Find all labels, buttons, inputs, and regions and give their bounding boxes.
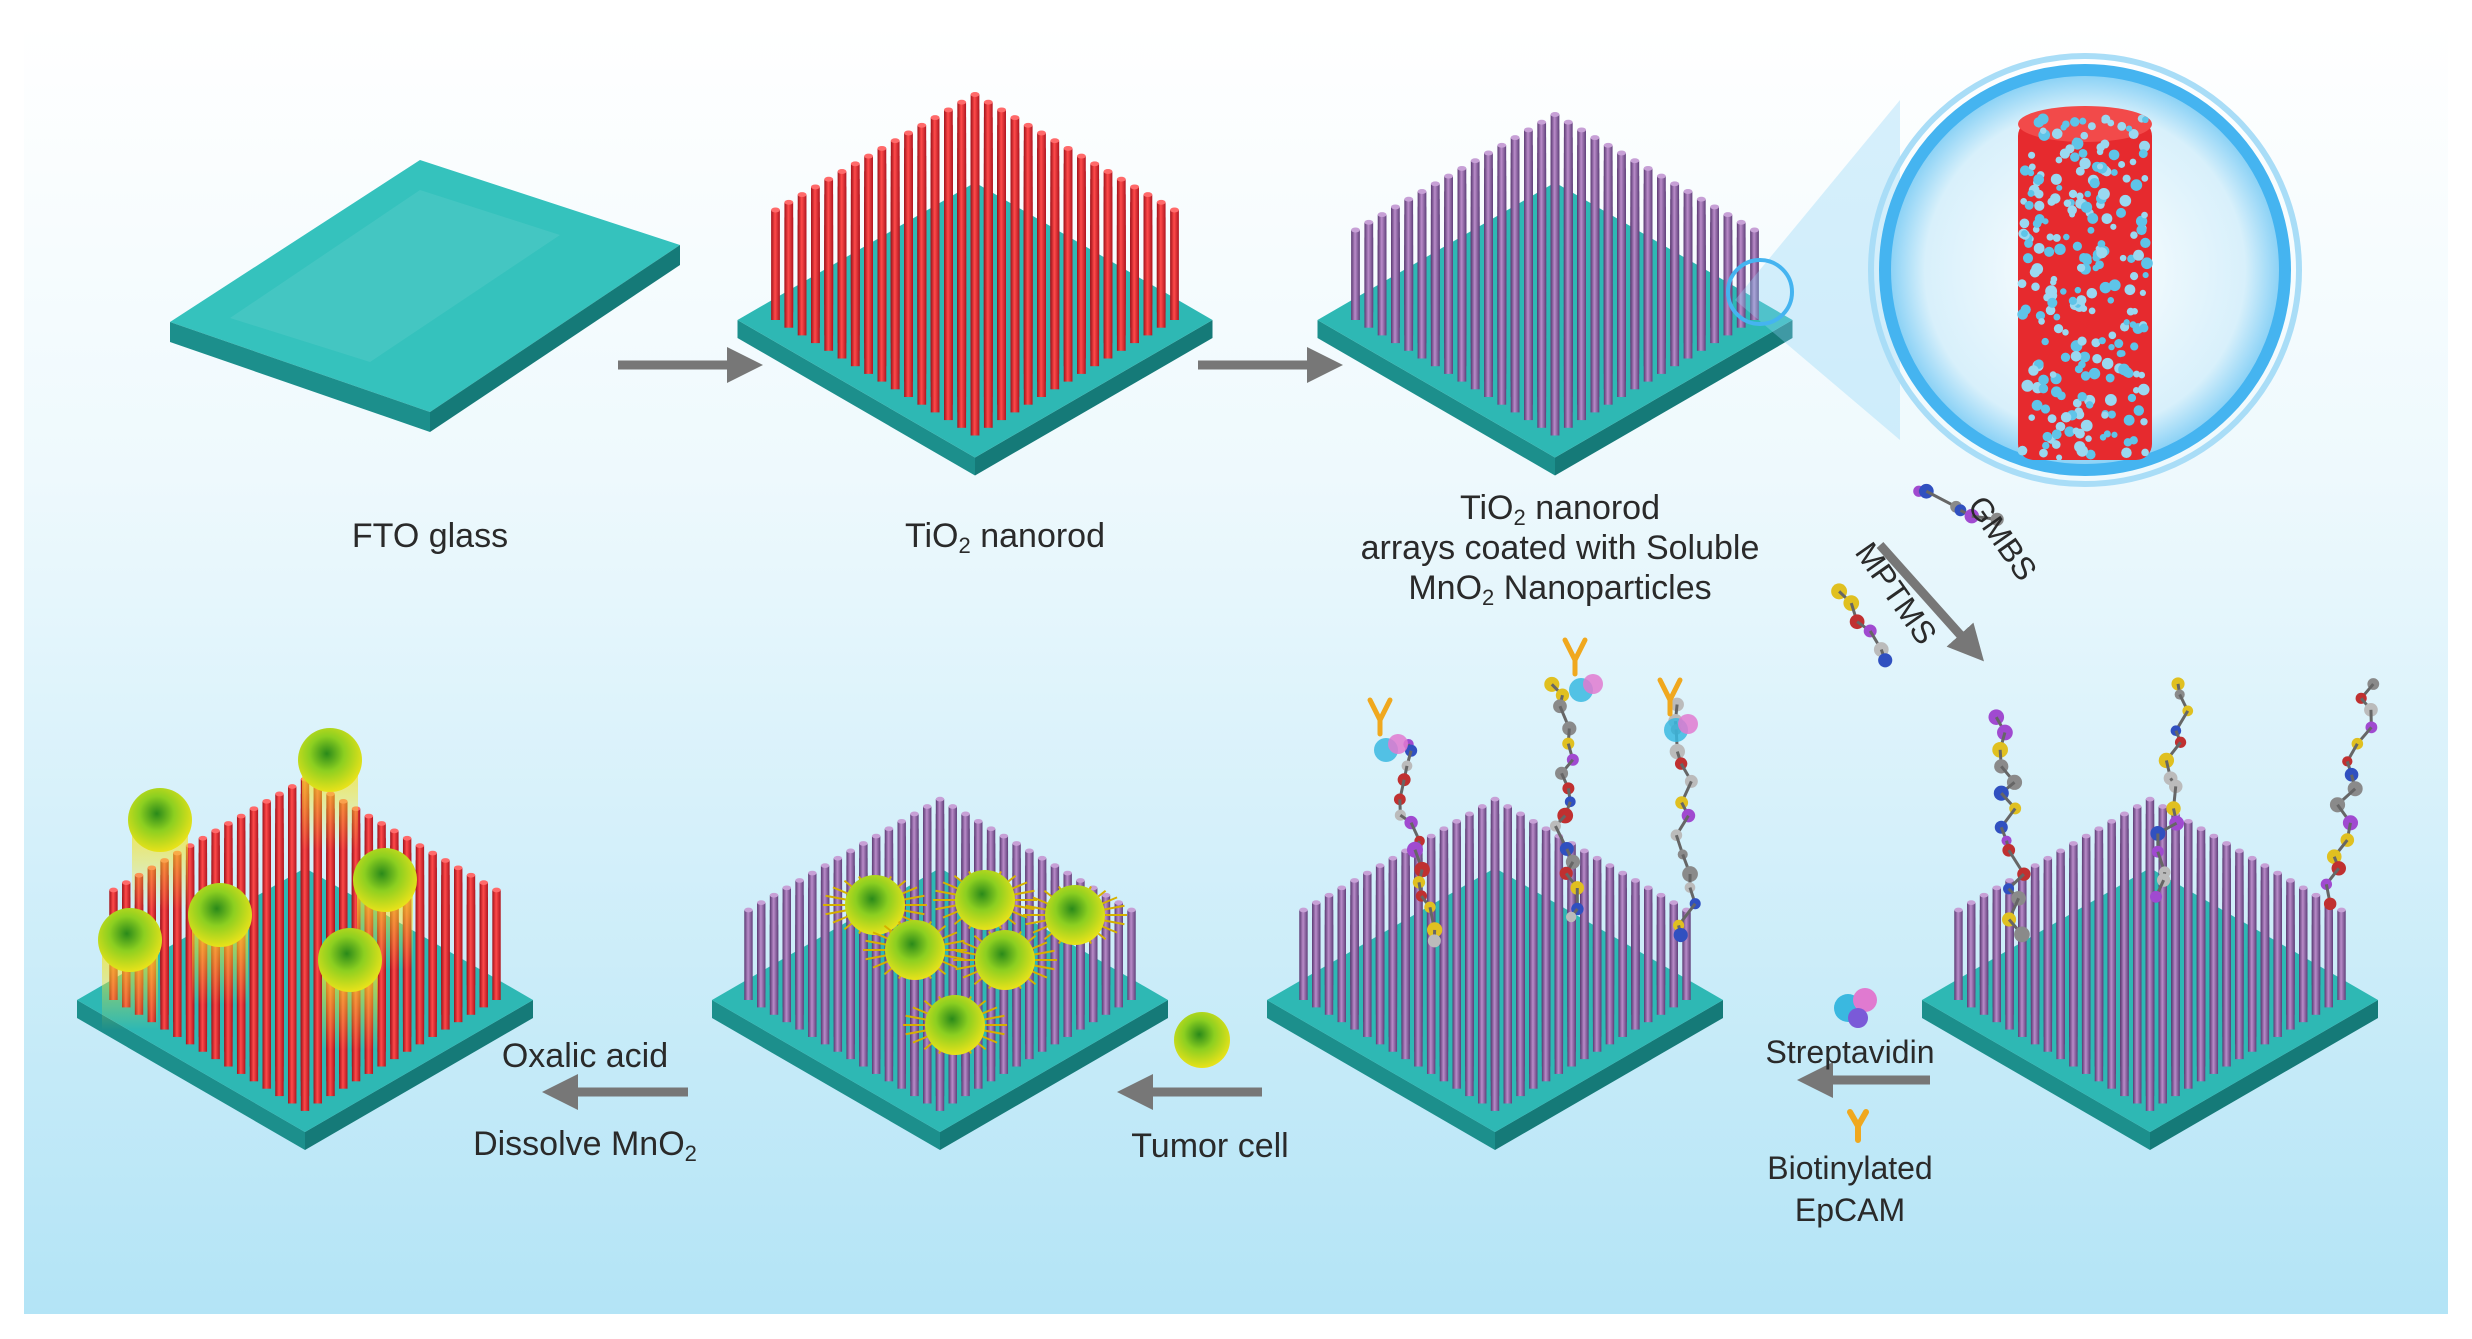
label-oxalic-acid: Oxalic acid <box>501 1037 669 1075</box>
arrow-3 <box>1876 542 1984 662</box>
nanorod-zoom-inset <box>1726 53 2302 487</box>
streptavidin-icon <box>1834 988 1877 1028</box>
coated-line3-pre: MnO <box>1408 569 1483 608</box>
label-epcam: EpCAM <box>1794 1192 1906 1228</box>
label-tio2-sub: 2 <box>958 533 971 558</box>
coated-line1-sub: 2 <box>1513 505 1526 530</box>
gmbs-modified-array <box>1922 796 2378 1150</box>
dissolve-sub: 2 <box>684 1141 697 1166</box>
label-fto-glass: FTO glass <box>351 517 509 555</box>
coated-line1-post: nanorod <box>1525 489 1660 527</box>
label-coated-array: TiO2 nanorod arrays coated with Soluble … <box>1300 488 1820 611</box>
coated-line3-sub: 2 <box>1482 585 1495 611</box>
label-biotinylated: Biotinylated <box>1767 1150 1933 1186</box>
mno2-coated-nanorod-array <box>1317 112 1793 476</box>
label-tio2-post: nanorod <box>970 517 1105 555</box>
label-dissolve-mno2: Dissolve MnO2 <box>440 1124 730 1166</box>
label-streptavidin: Streptavidin <box>1765 1034 1935 1070</box>
linker-molecules <box>1367 483 2380 948</box>
tio2-nanorod-array <box>737 92 1213 476</box>
coated-line3-post: Nanoparticles <box>1494 569 1712 608</box>
coated-line1-pre: TiO <box>1460 489 1514 527</box>
label-tio2-pre: TiO <box>905 517 959 555</box>
floating-tumor-cell <box>1174 1012 1230 1068</box>
label-tumor-cell: Tumor cell <box>1131 1127 1289 1165</box>
dissolve-pre: Dissolve MnO <box>473 1125 685 1163</box>
fto-glass-slide <box>170 160 680 432</box>
coated-line2: arrays coated with Soluble <box>1360 529 1760 568</box>
arrows <box>542 347 1984 1110</box>
label-tio2-nanorod: TiO2 nanorod <box>855 516 1155 558</box>
epcam-antibody-icon <box>1847 1109 1869 1143</box>
tumor-cells <box>98 728 1127 1055</box>
